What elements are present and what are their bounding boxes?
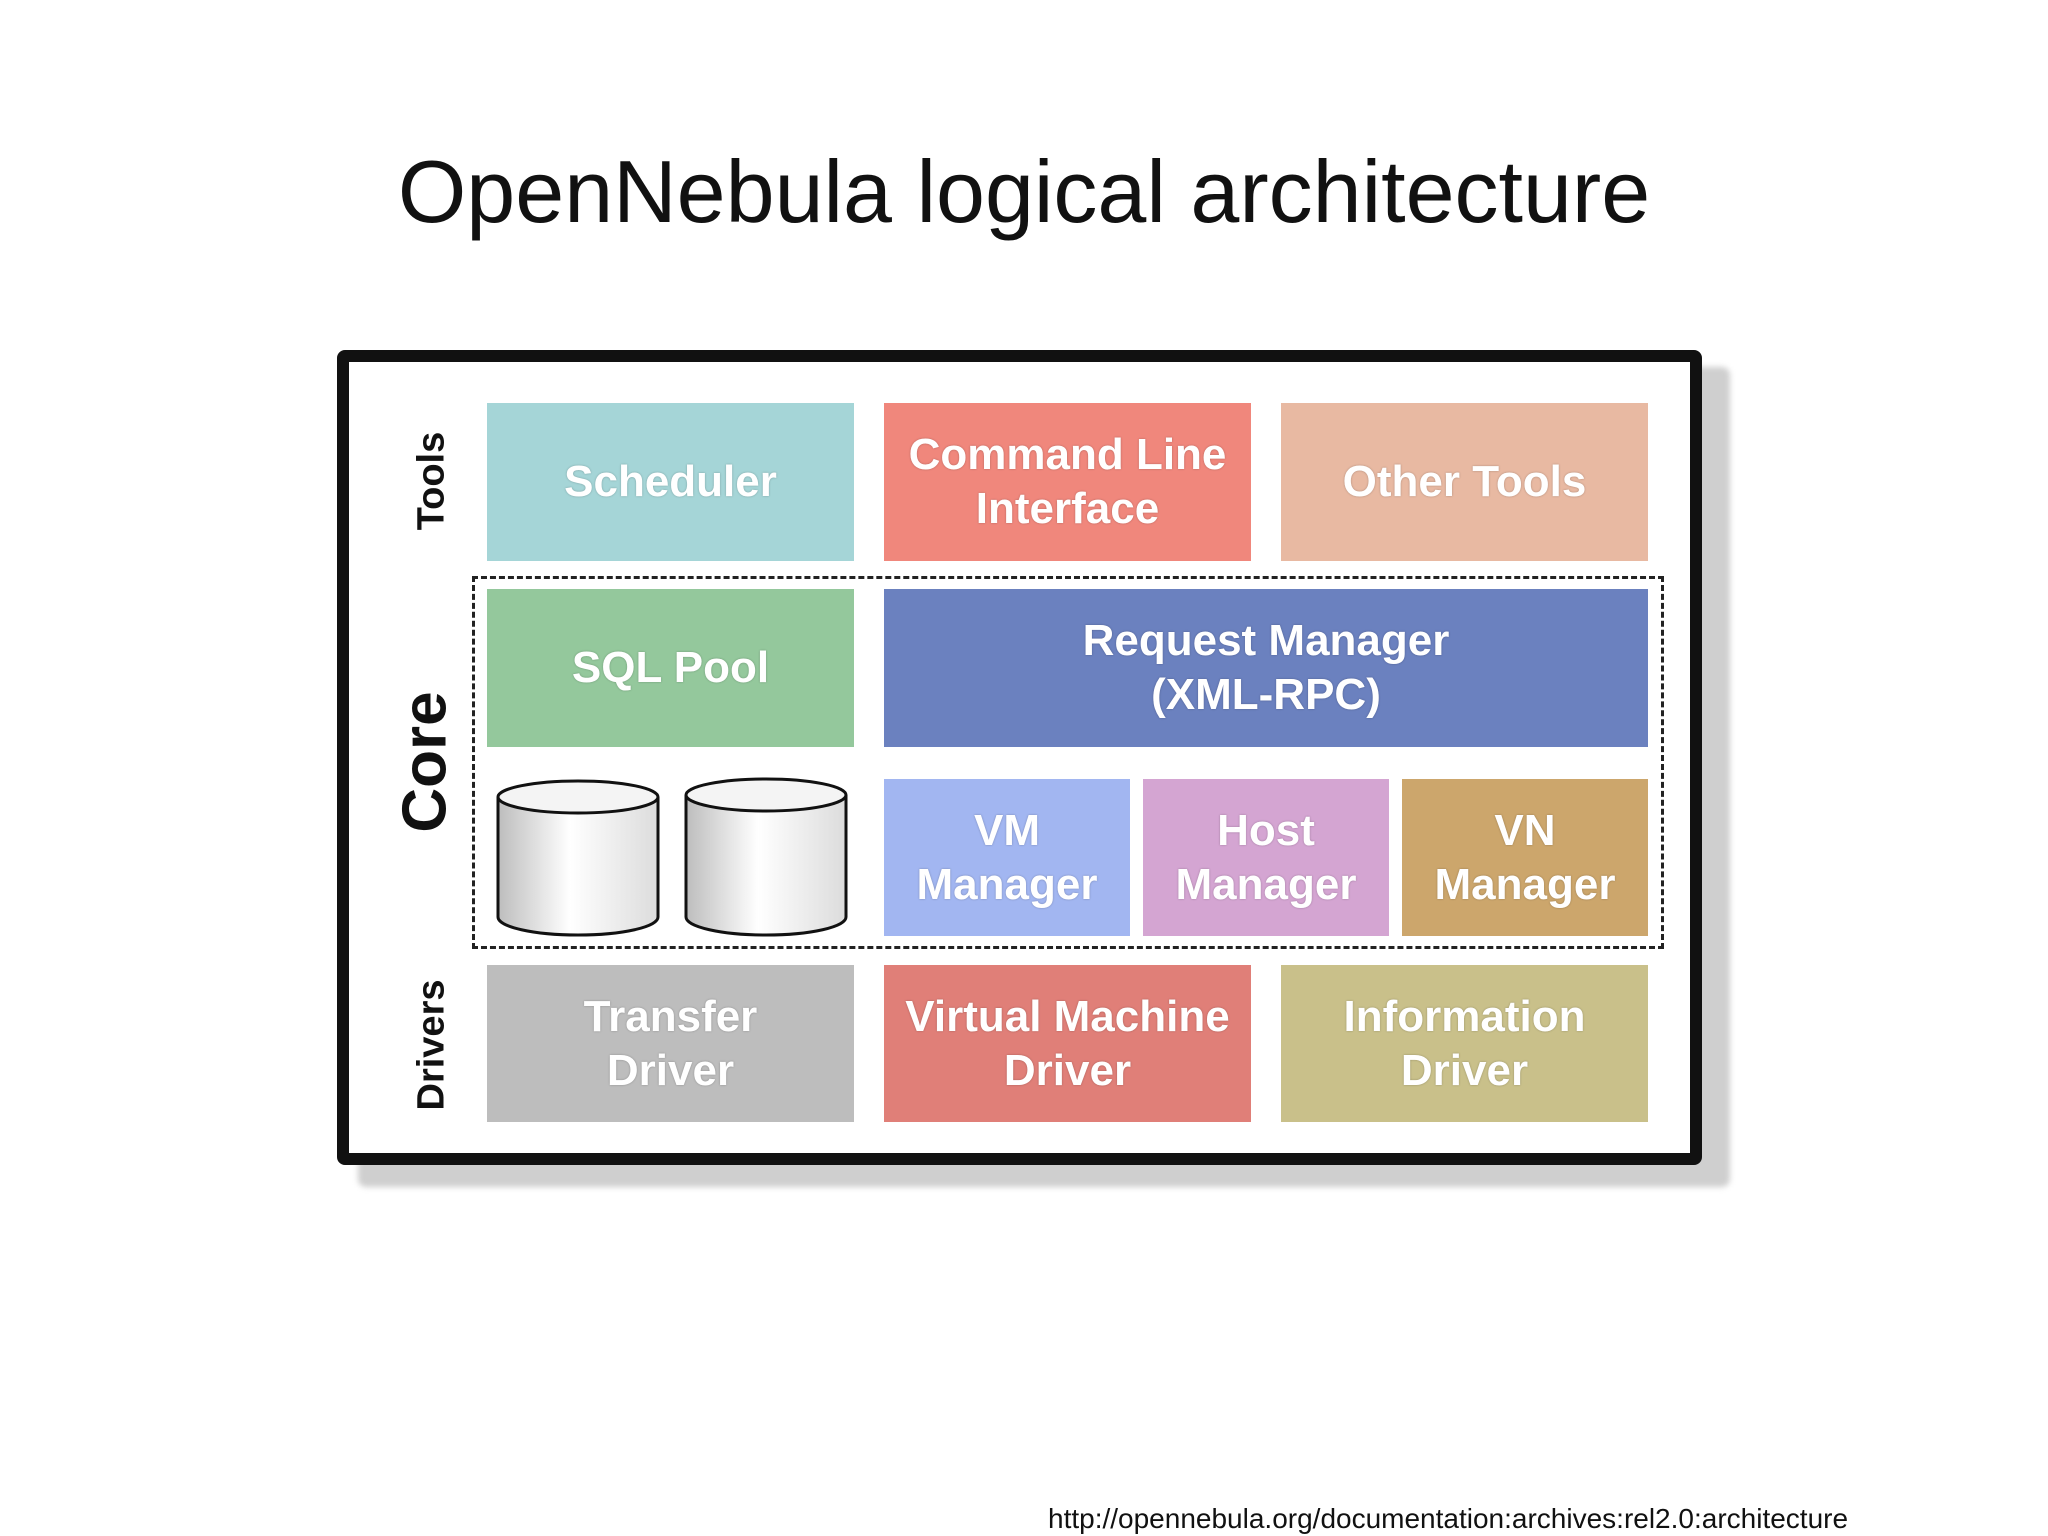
vm-driver-label-line1: Virtual Machine bbox=[905, 991, 1230, 1041]
vn-manager-box: VN Manager bbox=[1402, 779, 1648, 936]
slide-title: OpenNebula logical architecture bbox=[397, 142, 1651, 241]
layer-label-tools: Tools bbox=[410, 431, 453, 531]
request-manager-label-line1: Request Manager bbox=[1082, 616, 1450, 666]
source-url: http://opennebula.org/documentation:arch… bbox=[1048, 1503, 1849, 1534]
layer-label-drivers: Drivers bbox=[410, 979, 453, 1111]
host-manager-label-line2: Manager bbox=[1175, 859, 1357, 909]
database-icon bbox=[496, 779, 660, 937]
transfer-driver-label-line1: Transfer bbox=[583, 991, 758, 1041]
scheduler-box: Scheduler bbox=[487, 403, 854, 561]
vn-manager-label-line2: Manager bbox=[1434, 859, 1616, 909]
vm-manager-label-line1: VM bbox=[973, 805, 1040, 855]
cli-label-line2: Interface bbox=[975, 484, 1160, 533]
host-manager-label-line1: Host bbox=[1217, 805, 1315, 855]
transfer-driver-label-line2: Driver bbox=[606, 1045, 735, 1095]
cli-label-line1: Command Line bbox=[908, 430, 1227, 480]
vn-manager-label-line1: VN bbox=[1494, 805, 1556, 855]
sql-pool-label: SQL Pool bbox=[571, 643, 770, 693]
request-manager-box: Request Manager (XML-RPC) bbox=[884, 589, 1648, 747]
virtual-machine-driver-box: Virtual Machine Driver bbox=[884, 965, 1251, 1122]
layer-label-core: Core bbox=[390, 691, 460, 833]
request-manager-label-line2: (XML-RPC) bbox=[1151, 670, 1381, 719]
info-driver-label-line2: Driver bbox=[1400, 1045, 1529, 1095]
core-dashed-boundary bbox=[472, 576, 1664, 949]
vm-driver-label-line2: Driver bbox=[1003, 1045, 1132, 1095]
vm-manager-box: VM Manager bbox=[884, 779, 1130, 936]
transfer-driver-box: Transfer Driver bbox=[487, 965, 854, 1122]
other-tools-box: Other Tools bbox=[1281, 403, 1648, 561]
host-manager-box: Host Manager bbox=[1143, 779, 1389, 936]
info-driver-label-line1: Information bbox=[1343, 991, 1586, 1041]
command-line-interface-box: Command Line Interface bbox=[884, 403, 1251, 561]
sql-pool-box: SQL Pool bbox=[487, 589, 854, 747]
information-driver-box: Information Driver bbox=[1281, 965, 1648, 1122]
other-tools-label: Other Tools bbox=[1342, 457, 1587, 507]
vm-manager-label-line2: Manager bbox=[916, 859, 1098, 909]
scheduler-label: Scheduler bbox=[564, 457, 777, 507]
database-icon bbox=[684, 777, 848, 937]
